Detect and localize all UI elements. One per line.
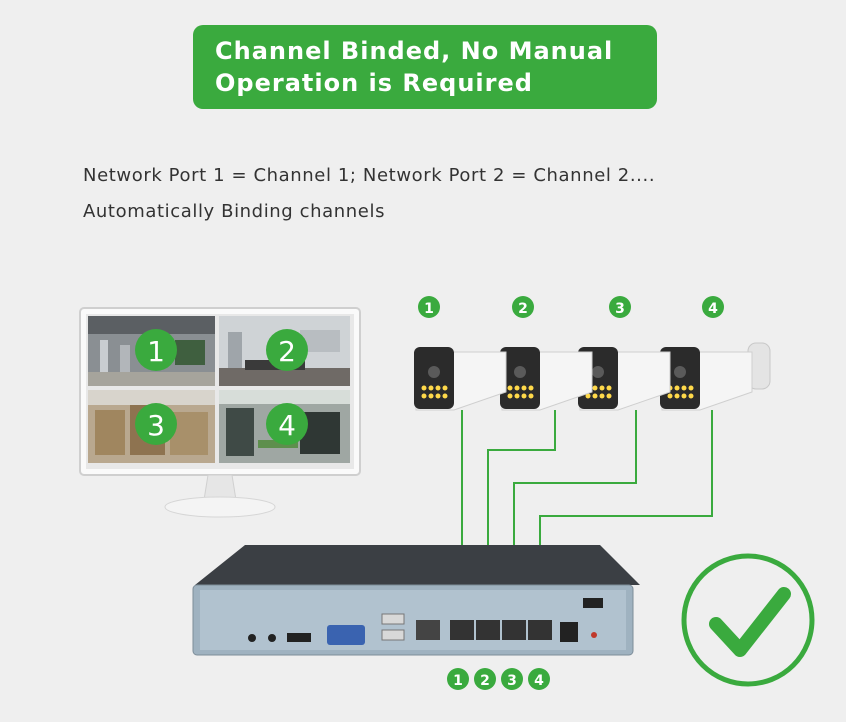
nvr-port-label-text-2: 2 — [480, 673, 490, 689]
monitor-tile-number-2: 2 — [278, 335, 296, 368]
banner-line-2: Operation is Required — [215, 69, 533, 97]
camera-2 — [500, 347, 593, 411]
nvr-port-label-3: 3 — [501, 668, 523, 690]
camera-label-text-2: 2 — [518, 301, 528, 317]
camera-label-3: 3 — [609, 296, 631, 318]
nvr-port-label-text-3: 3 — [507, 673, 517, 689]
nvr-port-label-text-4: 4 — [534, 673, 544, 689]
monitor-tile-badge-2: 2 — [266, 329, 308, 371]
checkmark-icon — [681, 553, 815, 687]
camera-label-text-3: 3 — [615, 301, 625, 317]
monitor-tile-number-1: 1 — [147, 335, 165, 368]
banner-line-1: Channel Binded, No Manual — [215, 37, 614, 65]
monitor-tile-badge-4: 4 — [266, 403, 308, 445]
camera-label-text-1: 1 — [424, 301, 434, 317]
monitor-tile-number-4: 4 — [278, 409, 296, 442]
title-banner: Channel Binded, No Manual Operation is R… — [193, 25, 657, 109]
camera-icon — [414, 342, 771, 411]
nvr-port-label-text-1: 1 — [453, 673, 463, 689]
camera-1 — [414, 347, 507, 411]
nvr-port-label-2: 2 — [474, 668, 496, 690]
camera-label-4: 4 — [702, 296, 724, 318]
camera-4 — [660, 347, 753, 411]
description-line-2: Automatically Binding channels — [83, 201, 386, 222]
nvr-recorder-icon — [192, 545, 640, 656]
nvr-port-label-1: 1 — [447, 668, 469, 690]
monitor-tile-badge-3: 3 — [135, 403, 177, 445]
camera-label-2: 2 — [512, 296, 534, 318]
description-line-1: Network Port 1 = Channel 1; Network Port… — [83, 165, 656, 186]
camera-label-1: 1 — [418, 296, 440, 318]
banner-title: Channel Binded, No Manual Operation is R… — [215, 35, 613, 99]
monitor-tile-badge-1: 1 — [135, 329, 177, 371]
monitor-icon: 1 2 3 4 — [79, 307, 361, 518]
nvr-port-label-4: 4 — [528, 668, 550, 690]
monitor-tile-number-3: 3 — [147, 409, 165, 442]
camera-label-text-4: 4 — [708, 301, 718, 317]
